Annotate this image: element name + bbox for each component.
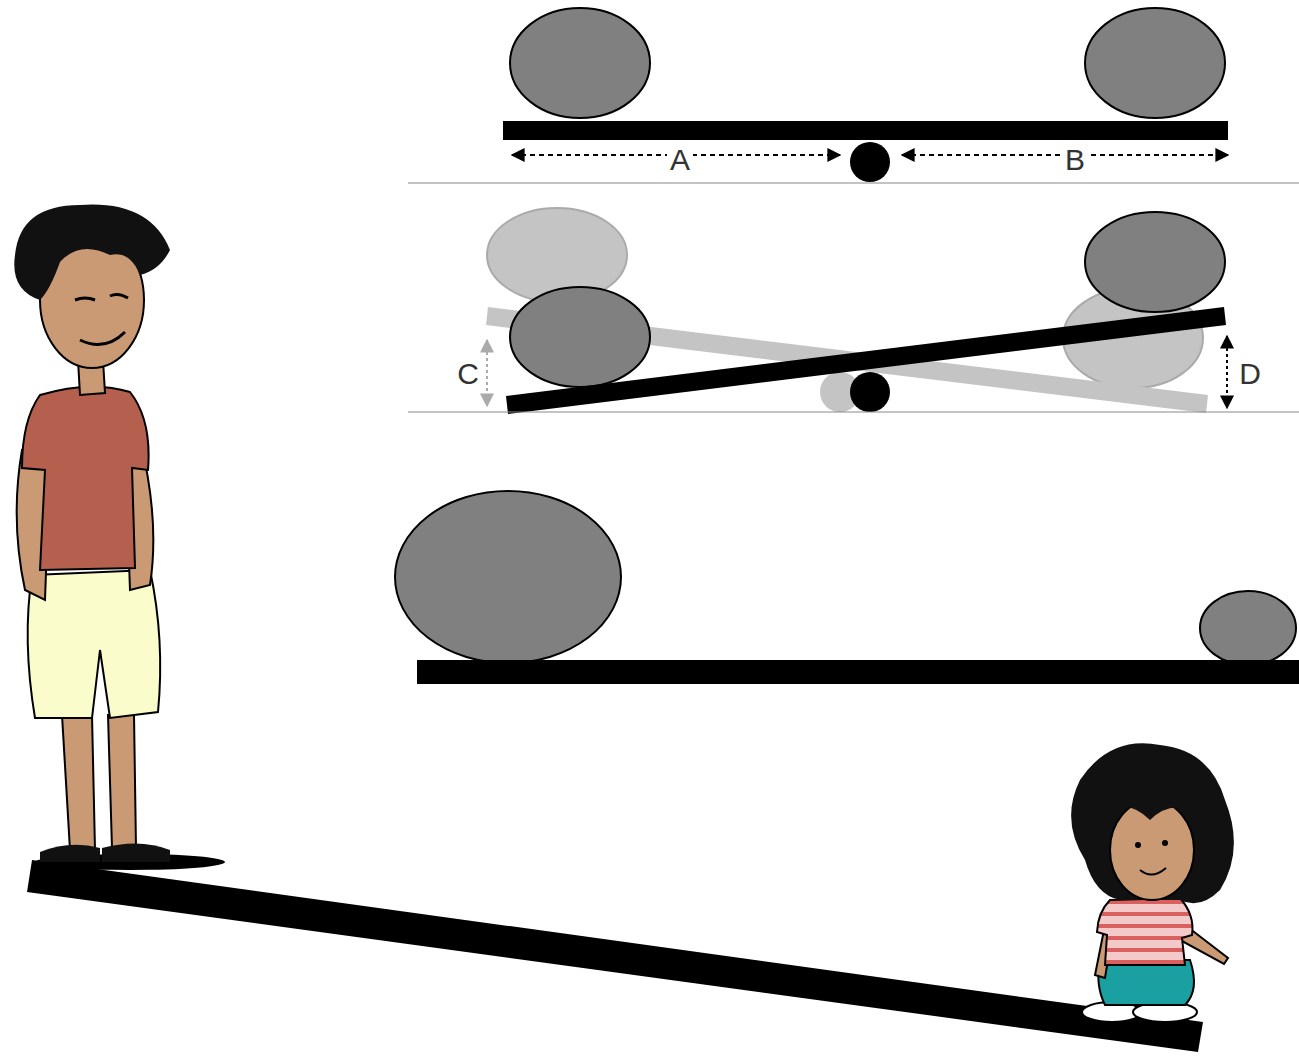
seesaw-plank xyxy=(27,854,1203,1052)
dimension-label: D xyxy=(1236,359,1264,389)
right-weight xyxy=(1085,8,1225,118)
lever-beam xyxy=(503,121,1228,140)
dimension-label: A xyxy=(667,145,693,175)
height-arrow xyxy=(486,340,488,406)
tilting-lever xyxy=(408,208,1299,414)
man-figure xyxy=(14,205,170,862)
balanced-lever xyxy=(408,8,1299,183)
heavy-weight xyxy=(395,491,621,663)
ground-line xyxy=(408,412,1299,413)
ground-line xyxy=(408,183,1299,184)
girl-figure xyxy=(1071,743,1234,1022)
lever-beam xyxy=(506,307,1226,414)
dimension-label: B xyxy=(1062,145,1088,175)
left-weight xyxy=(510,287,650,387)
light-weight xyxy=(1200,591,1296,665)
plank xyxy=(27,860,1203,1052)
unequal-lever xyxy=(395,491,1299,684)
left-weight xyxy=(510,8,650,118)
ghost-weight xyxy=(487,208,627,302)
fulcrum xyxy=(850,372,890,412)
height-arrow xyxy=(1226,336,1228,408)
lever-beam xyxy=(417,660,1299,684)
fulcrum xyxy=(850,142,890,182)
right-weight xyxy=(1085,212,1225,312)
dimension-label: C xyxy=(454,359,482,389)
